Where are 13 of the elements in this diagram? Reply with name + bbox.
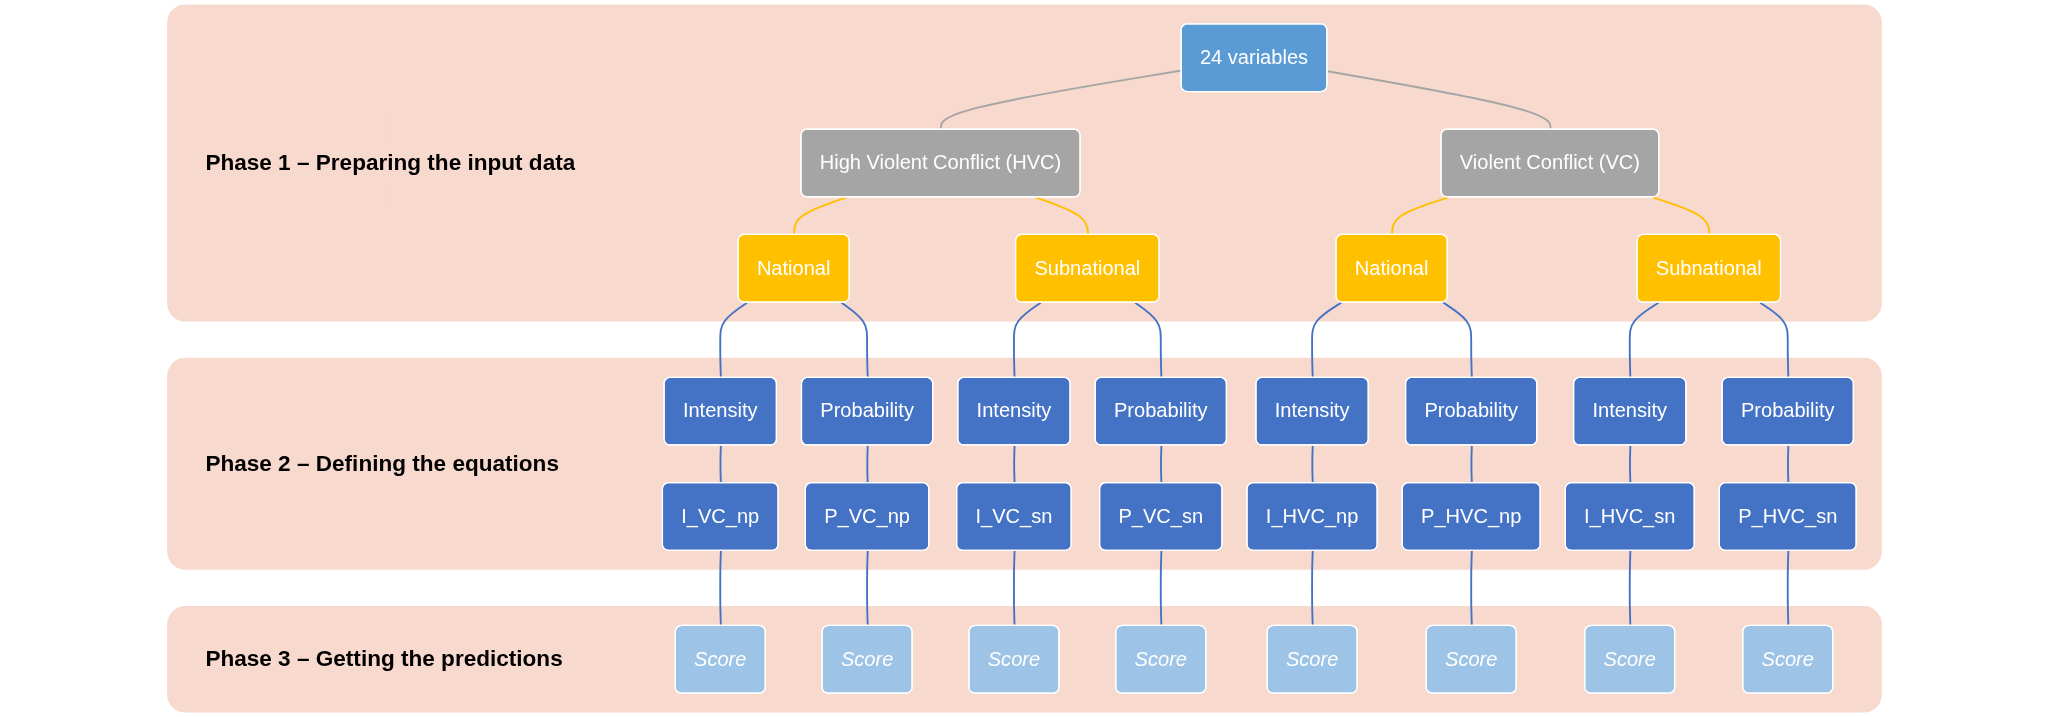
connector — [1326, 70, 1552, 131]
connector — [840, 301, 869, 379]
connector — [793, 196, 848, 236]
connector — [1759, 301, 1790, 379]
connector — [1391, 196, 1450, 236]
connector — [719, 301, 749, 379]
connector — [1628, 301, 1660, 379]
connector — [1442, 301, 1473, 379]
connector — [1034, 196, 1089, 236]
connector — [1013, 301, 1042, 379]
connector — [1651, 196, 1711, 236]
connector — [1134, 301, 1163, 379]
connector — [1311, 301, 1343, 379]
